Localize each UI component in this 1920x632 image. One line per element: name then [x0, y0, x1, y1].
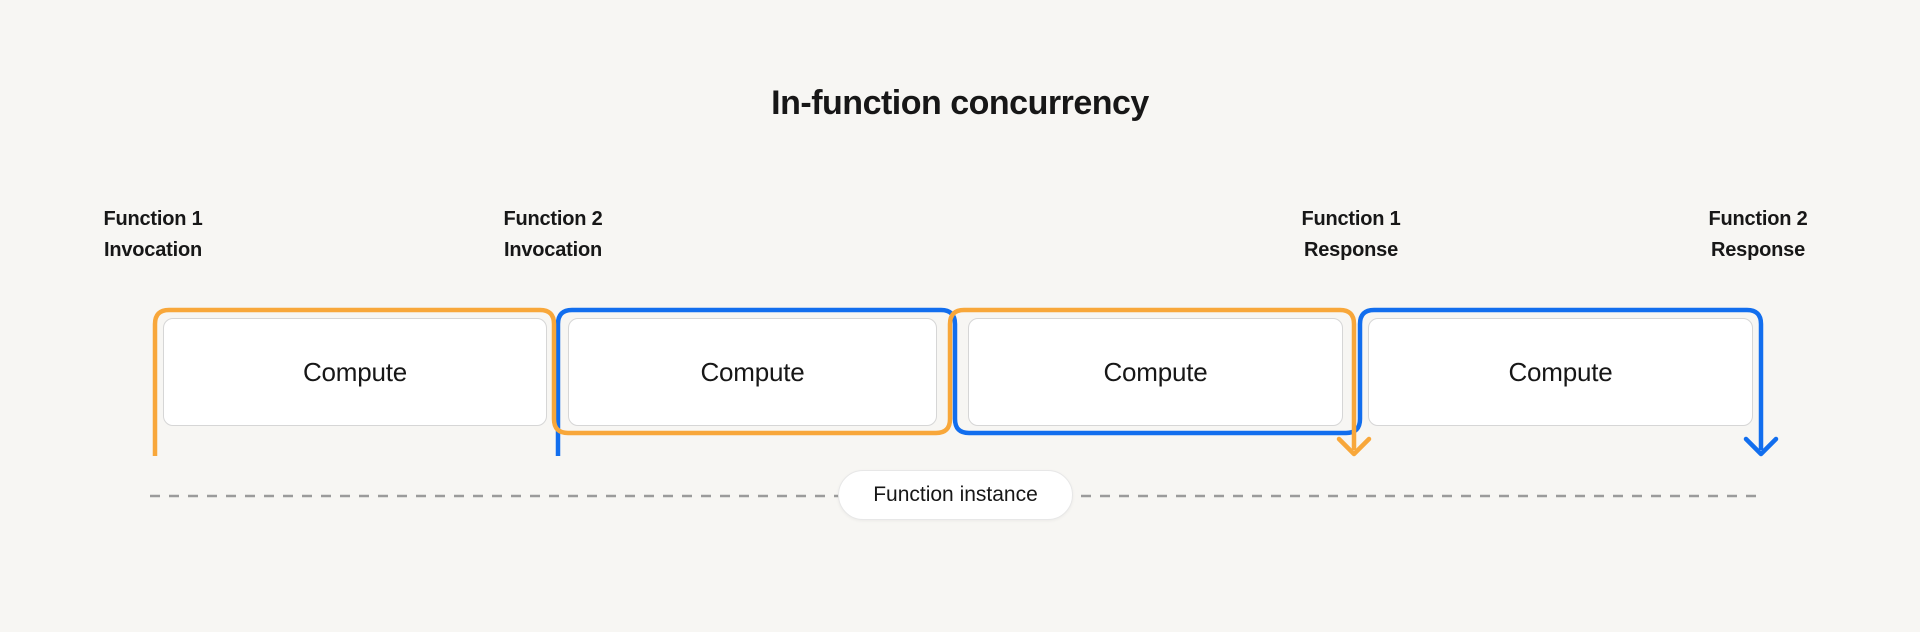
label-function2-response-line1: Function 2 [1708, 208, 1808, 230]
label-function2-invocation: Function 2 Invocation [443, 204, 663, 266]
function-instance-pill: Function instance [838, 470, 1073, 520]
function-instance-pill-label: Function instance [873, 483, 1038, 506]
function1-response-arrowhead-icon [1336, 436, 1372, 457]
compute-box-3-label: Compute [1103, 356, 1208, 387]
label-function2-invocation-line2: Invocation [503, 239, 602, 261]
function2-lifeline-path [555, 307, 1764, 456]
label-function1-invocation: Function 1 Invocation [43, 204, 263, 266]
compute-box-4-label: Compute [1508, 356, 1613, 387]
label-function2-invocation-line1: Function 2 [503, 208, 603, 230]
compute-box-2: Compute [568, 318, 937, 426]
compute-box-1: Compute [163, 318, 547, 426]
label-function1-response-line2: Response [1304, 239, 1398, 261]
compute-box-3: Compute [968, 318, 1343, 426]
label-function1-invocation-line2: Invocation [103, 239, 202, 261]
function1-lifeline-path [152, 307, 1357, 456]
label-function2-response-line2: Response [1711, 239, 1805, 261]
compute-box-2-label: Compute [700, 356, 805, 387]
label-function1-invocation-line1: Function 1 [103, 208, 203, 230]
label-function1-response-line1: Function 1 [1301, 208, 1401, 230]
function2-response-arrowhead-icon [1743, 436, 1779, 457]
label-function1-response: Function 1 Response [1241, 204, 1461, 266]
label-function2-response: Function 2 Response [1648, 204, 1868, 266]
compute-box-1-label: Compute [302, 356, 408, 387]
compute-box-4: Compute [1368, 318, 1753, 426]
diagram-title: In-function concurrency [771, 84, 1149, 122]
